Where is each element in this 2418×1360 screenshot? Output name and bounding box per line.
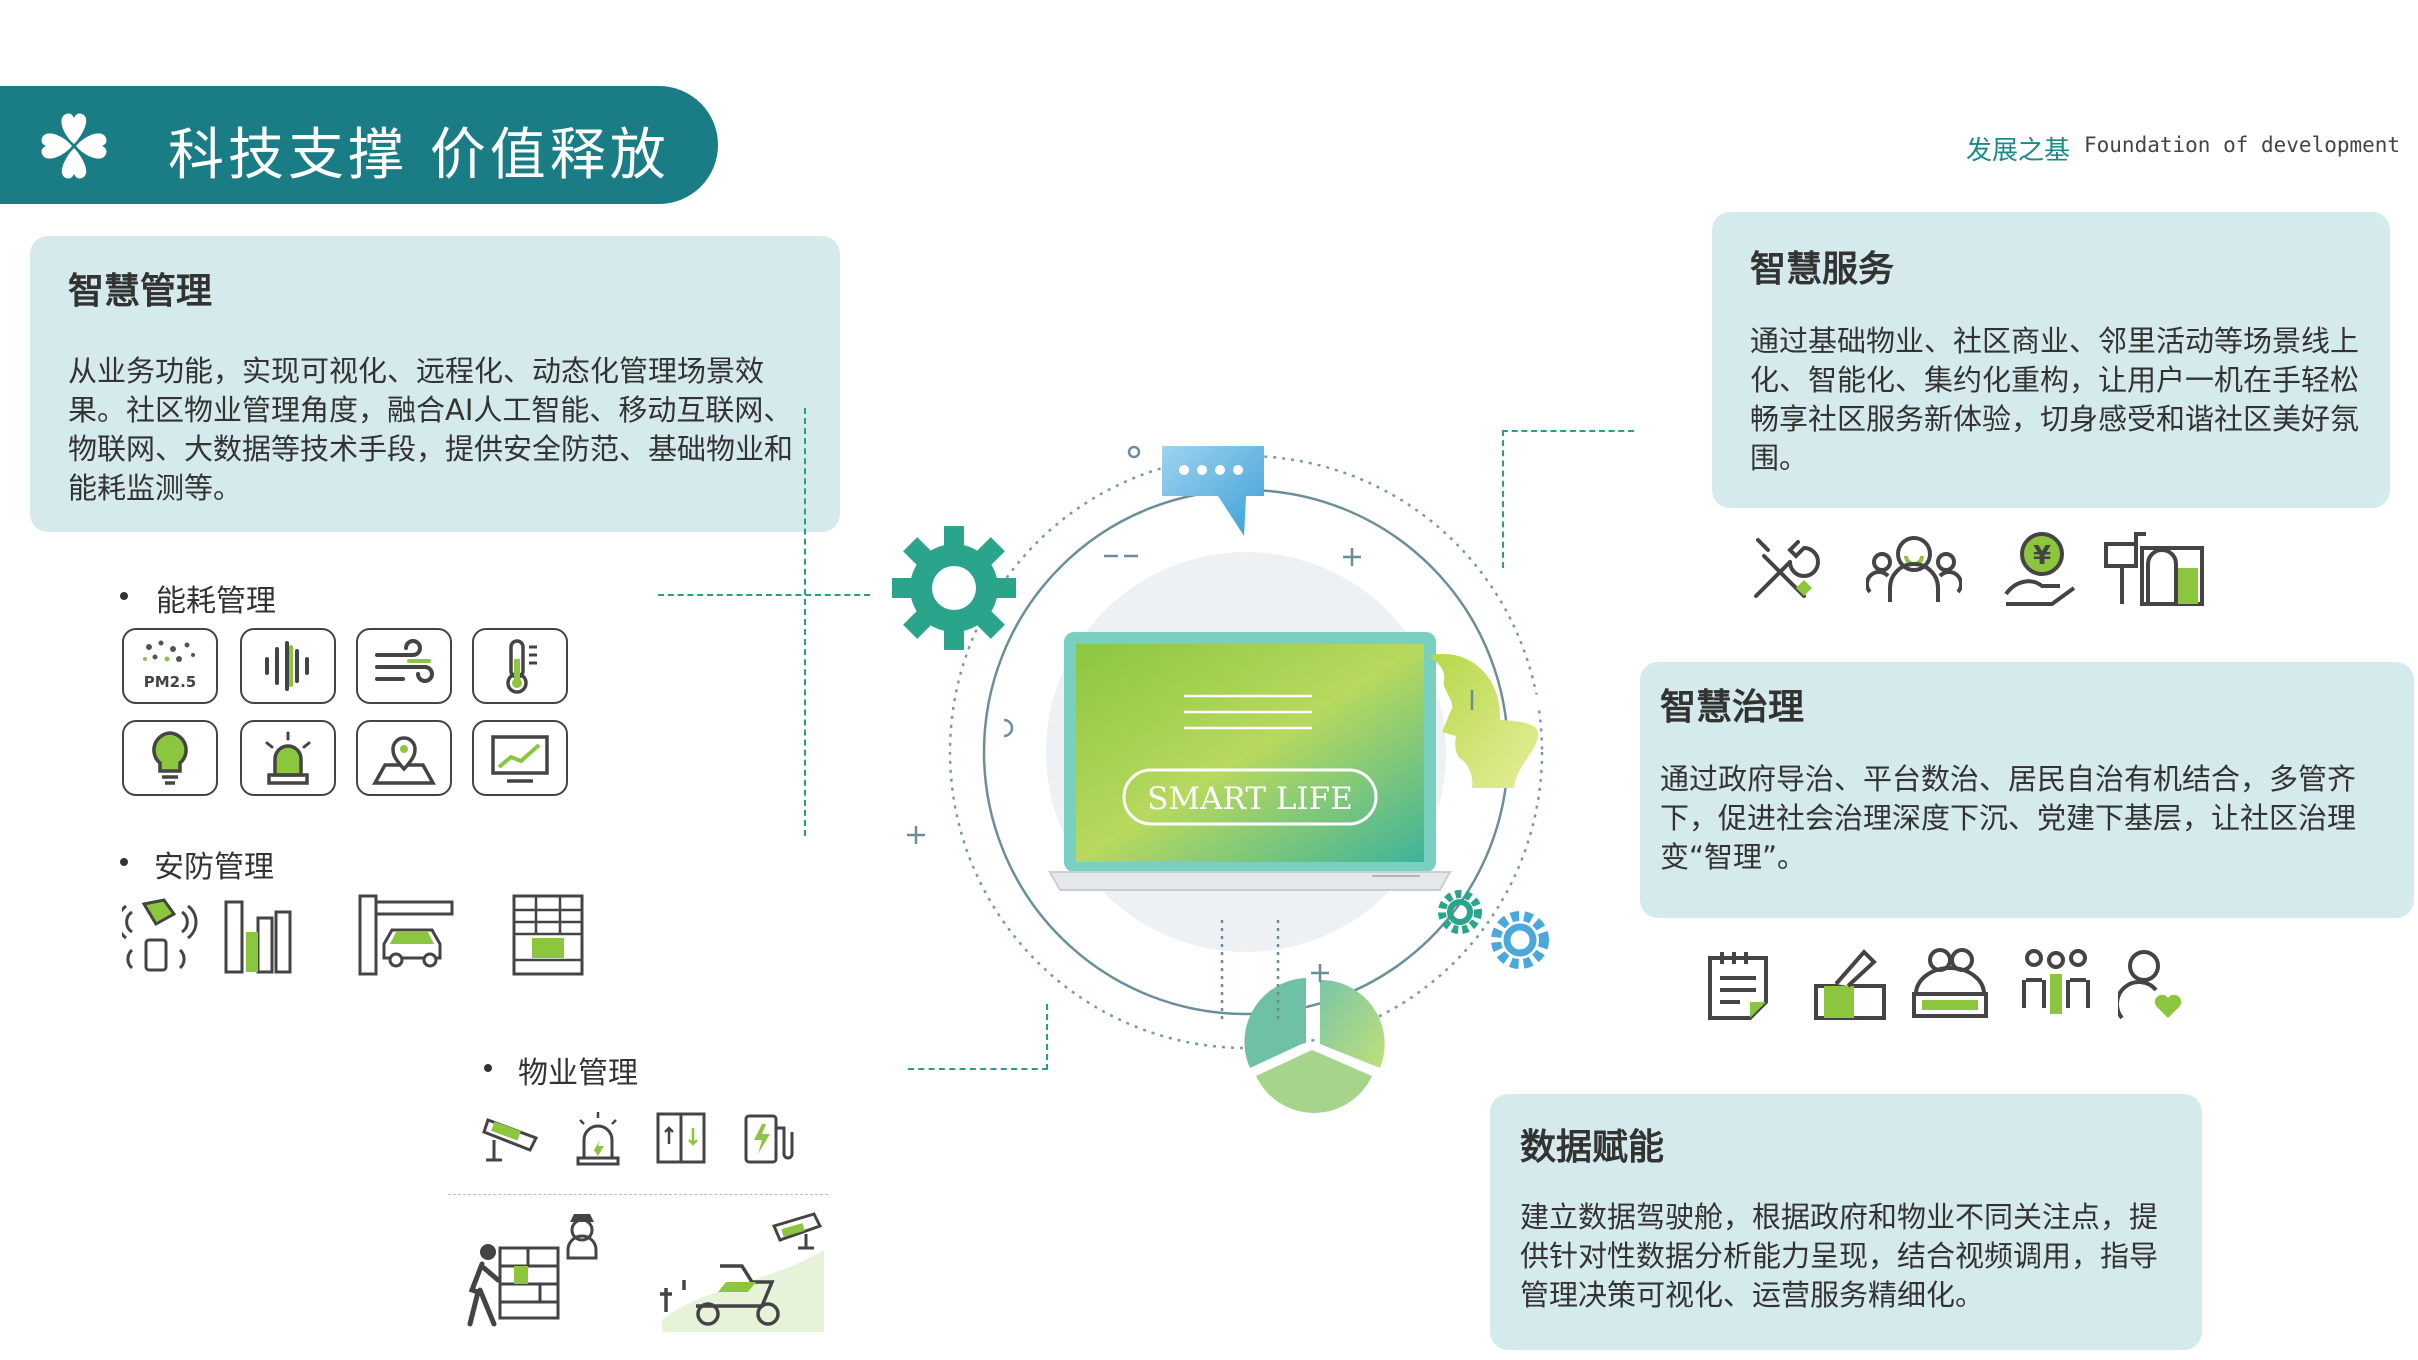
- sound-wave-icon: [240, 628, 336, 704]
- gear-icon: [892, 526, 1016, 650]
- pie-chart-icon: [1244, 978, 1385, 1113]
- section-security-label: 安防管理: [154, 850, 274, 885]
- thermometer-icon: [472, 628, 568, 704]
- card-smart-management-title: 智慧管理: [68, 271, 213, 312]
- discussion-group-icon: [2022, 949, 2090, 1014]
- card-smart-management-body: 从业务功能，实现可视化、远程化、动态化管理场景效果。社区物业管理角度，融合AI人…: [68, 354, 794, 505]
- card-data-empower-body: 建立数据驾驶舱，根据政府和物业不同关注点，提供针对性数据分析能力呈现，结合视频调…: [1520, 1200, 2159, 1312]
- card-data-empower: [1490, 1094, 2202, 1350]
- smart-life-illustration: SMART LIFE: [892, 445, 1560, 1113]
- card-smart-governance: [1640, 662, 2414, 918]
- camera-wall-icon: [512, 894, 584, 976]
- svg-text:¥: ¥: [2033, 541, 2051, 571]
- brand-label-cn: 发展之基: [1966, 136, 2071, 166]
- bullet-dot: [484, 1064, 492, 1072]
- card-smart-service-title: 智慧服务: [1750, 249, 1895, 290]
- meeting-icon: [1912, 948, 1988, 1018]
- connector-line: [908, 1068, 1048, 1070]
- parking-gate-icon: [358, 894, 454, 976]
- head-share-icon: [1430, 654, 1560, 788]
- card-smart-governance-body: 通过政府导治、平台数治、居民自治有机结合，多管齐下，促进社会治理深度下沉、党建下…: [1660, 762, 2357, 874]
- clover-logo-icon: [41, 113, 107, 179]
- clipboard-icon: [1708, 952, 1768, 1020]
- card-smart-management: [30, 236, 840, 532]
- chat-bubble-icon: [1162, 446, 1264, 536]
- bullet-dot: [120, 858, 128, 866]
- laptop-screen: [1076, 644, 1424, 862]
- tools-icon: [1754, 538, 1820, 598]
- header-banner: [0, 86, 718, 204]
- mailbox-icon: [2104, 532, 2204, 606]
- smart-life-text: SMART LIFE: [1147, 781, 1353, 817]
- card-smart-governance-title: 智慧治理: [1660, 687, 1805, 728]
- connector-line: [804, 408, 806, 836]
- elevator-icon: [656, 1112, 706, 1164]
- light-bulb-icon: [122, 720, 218, 796]
- fire-alarm-icon: [576, 1112, 620, 1166]
- yuan-hand-icon: ¥: [2004, 532, 2076, 606]
- guard-wall-icon: [467, 1214, 598, 1327]
- security-camera-icon: [482, 1118, 539, 1162]
- page-title: 科技支撑 价值释放: [168, 123, 670, 188]
- location-map-icon: [356, 720, 452, 796]
- section-energy-label: 能耗管理: [156, 584, 276, 619]
- charging-station-icon: [744, 1114, 794, 1164]
- separator-line: [448, 1194, 828, 1195]
- connector-line: [1046, 1004, 1048, 1070]
- pm25-text: PM2.5: [144, 673, 197, 691]
- person-heart-icon: [2118, 950, 2182, 1020]
- monitor-chart-icon: [472, 720, 568, 796]
- scooter-camera-icon: [660, 1212, 824, 1332]
- connector-line: [1502, 430, 1504, 568]
- card-smart-service-body: 通过基础物业、社区商业、邻里活动等场景线上化、智能化、集约化重构，让用户一机在手…: [1750, 324, 2360, 475]
- card-data-empower-title: 数据赋能: [1520, 1127, 1665, 1168]
- smart-card-access-icon: [122, 898, 292, 974]
- connector-line: [1502, 430, 1634, 432]
- voting-icon: [1814, 949, 1886, 1020]
- section-property-label: 物业管理: [518, 1056, 638, 1091]
- community-person-icon: [1866, 536, 1962, 602]
- small-gear-blue-icon: [1491, 911, 1549, 969]
- pm25-sensor-icon: PM2.5: [122, 628, 218, 704]
- alarm-siren-icon: [240, 720, 336, 796]
- card-smart-service: [1712, 212, 2390, 508]
- wind-icon: [356, 628, 452, 704]
- orbit-outer: [948, 454, 1544, 1050]
- brand-label-en: Foundation of development: [2084, 133, 2401, 157]
- small-gear-icon: [1438, 890, 1482, 934]
- connector-line: [658, 594, 870, 596]
- bullet-dot: [120, 592, 128, 600]
